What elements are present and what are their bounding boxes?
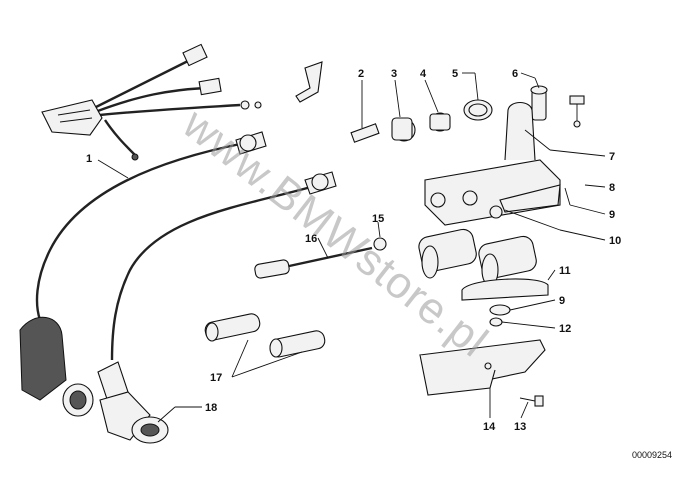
leader-lines xyxy=(97,72,606,423)
ignition-cable-1 xyxy=(19,131,267,417)
screw-assembly xyxy=(569,95,585,128)
wiring-harness xyxy=(41,43,262,161)
callout-12: 12 xyxy=(559,323,571,335)
callout-10: 10 xyxy=(609,235,621,247)
callout-14: 14 xyxy=(483,421,496,433)
ignition-cable-2 xyxy=(97,171,337,444)
callout-7: 7 xyxy=(609,151,615,163)
connector-parts xyxy=(350,85,548,143)
small-bracket xyxy=(295,61,323,103)
callout-9-lower: 9 xyxy=(559,295,565,307)
callout-5: 5 xyxy=(452,68,458,80)
callout-2: 2 xyxy=(358,68,364,80)
washer-nut xyxy=(489,304,511,327)
reference-number: 00009254 xyxy=(632,450,672,460)
mounting-plate xyxy=(419,339,546,396)
clamp-strap xyxy=(461,278,549,301)
callout-1: 1 xyxy=(86,153,92,165)
callout-6: 6 xyxy=(512,68,518,80)
callout-3: 3 xyxy=(391,68,397,80)
callout-8: 8 xyxy=(609,182,615,194)
callout-18: 18 xyxy=(205,402,217,414)
bolt xyxy=(519,395,544,407)
callout-16: 16 xyxy=(305,233,317,245)
coil-bracket xyxy=(424,101,561,226)
callout-15: 15 xyxy=(372,213,384,225)
callout-13: 13 xyxy=(514,421,526,433)
callout-4: 4 xyxy=(420,68,427,80)
callout-17: 17 xyxy=(210,372,222,384)
ignition-coils xyxy=(418,228,537,287)
coil-cable xyxy=(254,237,387,279)
callout-11: 11 xyxy=(559,265,571,277)
plug-caps xyxy=(204,313,326,358)
callout-9-upper: 9 xyxy=(609,209,615,221)
